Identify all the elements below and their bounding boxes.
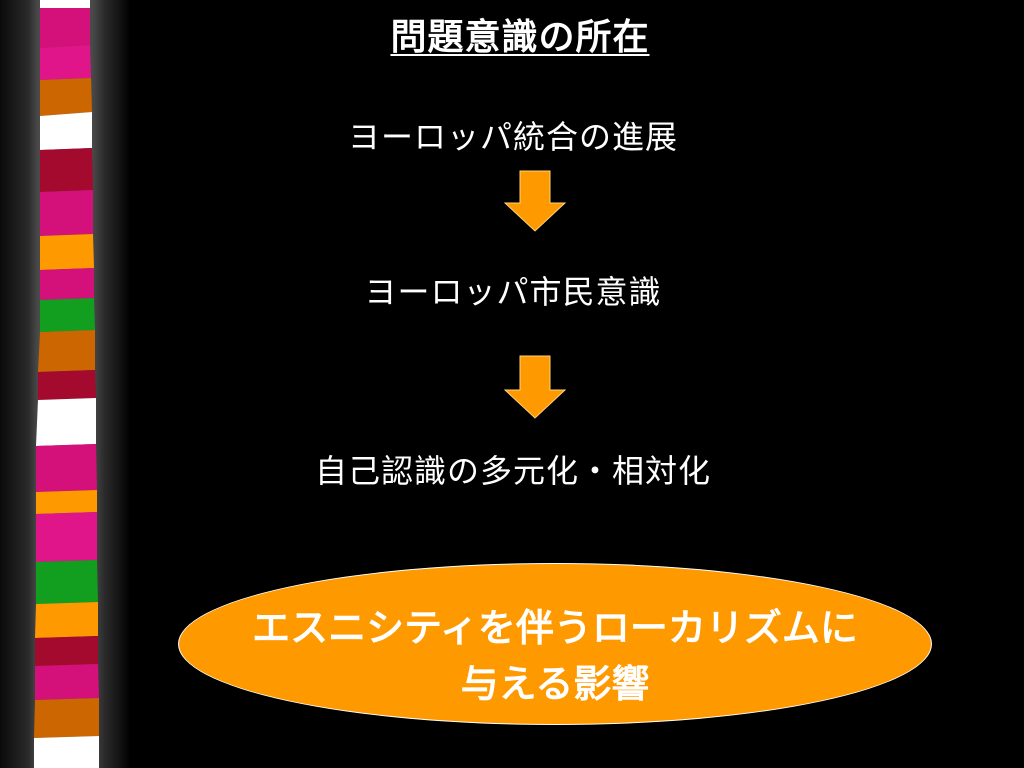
- conclusion-line-1: エスニシティを伴うローカリズムに: [252, 606, 858, 650]
- step-european-citizenship: ヨーロッパ市民意識: [364, 273, 662, 311]
- stripe-white-top: [40, 0, 90, 8]
- stripe-green: [40, 298, 95, 332]
- step-self-recognition: 自己認識の多元化・相対化: [314, 452, 711, 490]
- stripe-rust: [40, 78, 92, 116]
- down-arrow-icon: [503, 355, 567, 419]
- stripe-rust: [34, 698, 99, 738]
- stripe-orange: [36, 490, 97, 514]
- slide-title: 問題意識の所在: [390, 17, 650, 58]
- stripe-white: [34, 736, 99, 768]
- stripe-green: [36, 560, 98, 604]
- decorative-stripes: [34, 0, 99, 768]
- stripe-white: [36, 398, 96, 446]
- stripe-magenta: [40, 45, 91, 80]
- conclusion-text: エスニシティを伴うローカリズムに 与える影響: [178, 600, 900, 712]
- stripe-crimson: [38, 370, 96, 400]
- stripe-magenta: [36, 512, 97, 562]
- stripe-orange: [35, 602, 98, 638]
- decorative-side-bar: [0, 0, 130, 768]
- stripe-crimson: [40, 148, 93, 192]
- stripe-white: [40, 112, 92, 150]
- down-arrow-icon: [503, 170, 567, 232]
- stripe-crimson: [35, 636, 98, 666]
- conclusion-ellipse: [178, 563, 932, 725]
- stripe-magenta: [35, 664, 99, 700]
- stripe-magenta: [36, 444, 97, 492]
- stripe-rust: [38, 330, 95, 372]
- stripe-magenta: [40, 268, 94, 300]
- stripe-orange: [40, 234, 94, 270]
- stripe-magenta: [40, 8, 90, 48]
- conclusion-line-2: 与える影響: [460, 662, 650, 706]
- stripe-magenta: [40, 190, 93, 236]
- step-european-integration: ヨーロッパ統合の進展: [347, 118, 678, 156]
